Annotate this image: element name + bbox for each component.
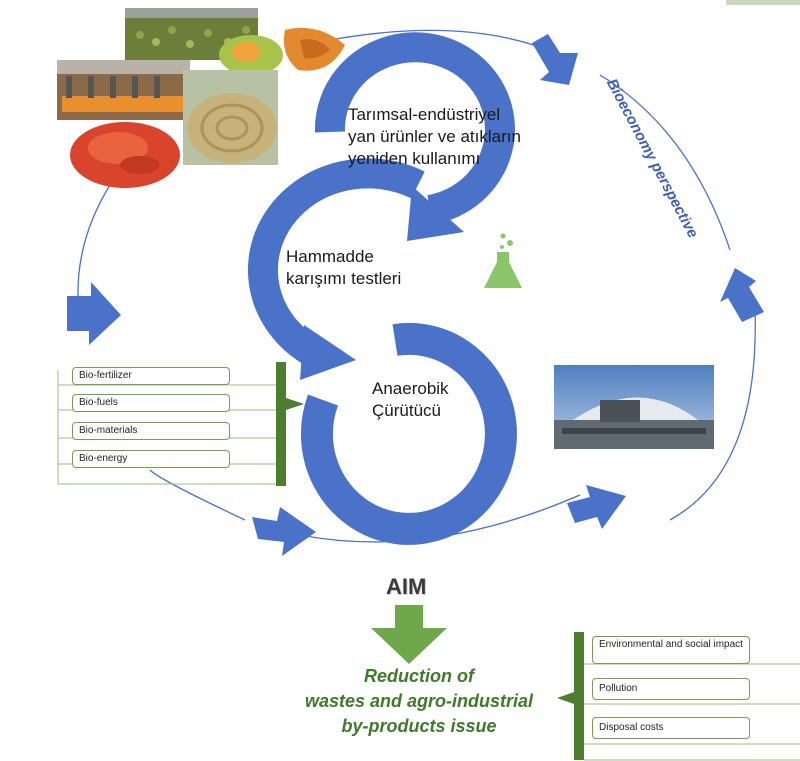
cycle-arrow-bottom-right — [567, 485, 626, 529]
cycle-arrow-bottom-left — [252, 507, 316, 556]
stage-reuse-label: Tarımsal-endüstriyel yan ürünler ve atık… — [348, 105, 521, 168]
photo-orange-peel — [283, 27, 345, 71]
stage-mixing-label: Hammadde karışımı testleri — [286, 247, 402, 288]
cycle-arrow-right — [720, 268, 764, 322]
impacts-bracket — [557, 632, 800, 761]
photo-processing-line — [57, 60, 190, 120]
photo-green-olives — [125, 8, 258, 60]
s-flow-arrowhead-upper — [407, 186, 464, 241]
product-item: Bio-energy — [72, 450, 230, 468]
photo-hay-bale — [183, 70, 278, 165]
product-item: Bio-fertilizer — [72, 367, 230, 385]
impact-item: Disposal costs — [592, 717, 750, 739]
product-item: Bio-materials — [72, 422, 230, 440]
photo-biogas-plant — [554, 365, 714, 449]
aim-down-arrow — [371, 605, 447, 664]
s-flow — [247, 32, 517, 545]
impact-item: Environmental and social impact — [592, 636, 750, 664]
flask-icon — [484, 233, 522, 288]
photo-papaya — [219, 35, 283, 75]
aim-label: AIM — [386, 574, 427, 599]
cycle-arrow-top — [532, 34, 578, 85]
aim-outcome: Reduction of wastes and agro-industrial … — [304, 666, 534, 736]
product-item: Bio-fuels — [72, 394, 230, 412]
corner-decoration — [726, 0, 800, 5]
impact-item: Pollution — [592, 678, 750, 700]
photo-tomato-waste — [70, 122, 180, 188]
stage-digester-label: Anaerobik Çürütücü — [372, 379, 449, 420]
s-flow-arrowhead-lower — [300, 325, 356, 380]
cycle-arrow-left — [67, 282, 121, 345]
